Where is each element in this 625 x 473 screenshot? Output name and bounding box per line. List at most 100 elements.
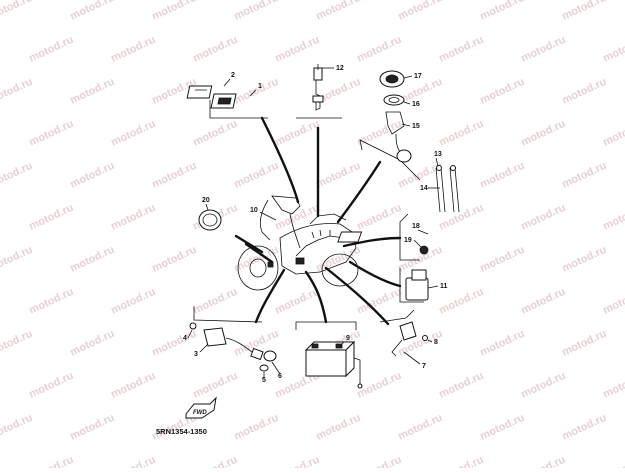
callout-13: 13 [434, 151, 442, 158]
watermark-text: motod.ru [191, 370, 239, 401]
watermark-text: motod.ru [560, 244, 608, 275]
watermark-text: motod.ru [396, 412, 444, 443]
group-brackets [193, 100, 424, 330]
diagram-code: 5RN1354-1350 [156, 427, 207, 436]
watermark-text: motod.ru [560, 412, 608, 443]
callout-10: 10 [250, 207, 258, 214]
watermark-text: motod.ru [109, 118, 157, 149]
callout-8: 8 [434, 339, 438, 346]
watermark-text: motod.ru [478, 244, 526, 275]
watermark-text: motod.ru [68, 244, 116, 275]
watermark-text: motod.ru [601, 118, 625, 149]
callout-11: 11 [440, 283, 448, 290]
watermark-text: motod.ru [68, 76, 116, 107]
watermark-text: motod.ru [601, 454, 625, 468]
part-cables-13-14 [435, 165, 460, 213]
watermark-text: motod.ru [355, 286, 403, 317]
watermark-text: motod.ru [396, 0, 444, 23]
watermark-text: motod.ru [314, 244, 362, 275]
watermark-text: motod.ru [478, 412, 526, 443]
part-fuel-sender [379, 70, 412, 163]
watermark-text: motod.ru [355, 34, 403, 65]
watermark-text: motod.ru [232, 412, 280, 443]
watermark-text: motod.ru [560, 160, 608, 191]
watermark-text: motod.ru [232, 0, 280, 23]
watermark-text: motod.ru [314, 412, 362, 443]
part-cap-20 [198, 209, 222, 231]
watermark-text: motod.ru [273, 454, 321, 468]
callout-20: 20 [202, 197, 210, 204]
watermark-text: motod.ru [68, 160, 116, 191]
watermark-text: motod.ru [437, 370, 485, 401]
part-ignition-coil [189, 322, 277, 372]
callout-15: 15 [412, 123, 420, 130]
watermark-text: motod.ru [519, 286, 567, 317]
callout-7: 7 [422, 363, 426, 370]
watermark-text: motod.ru [273, 34, 321, 65]
watermark-text: motod.ru [437, 34, 485, 65]
watermark-text: motod.ru [437, 454, 485, 468]
watermark-text: motod.ru [150, 244, 198, 275]
watermark-text: motod.ru [27, 118, 75, 149]
callout-19: 19 [404, 237, 412, 244]
watermark-text: motod.ru [0, 244, 34, 275]
watermark-text: motod.ru [355, 370, 403, 401]
leader-lines [234, 116, 402, 326]
watermark-text: motod.ru [109, 34, 157, 65]
part-relay-1 [210, 93, 237, 109]
watermark-text: motod.ru [601, 202, 625, 233]
watermark-text: motod.ru [109, 286, 157, 317]
watermark-text: motod.ru [478, 328, 526, 359]
watermark-text: motod.ru [478, 160, 526, 191]
watermark-text: motod.ru [0, 0, 34, 23]
watermark-text: motod.ru [478, 76, 526, 107]
watermark-text: motod.ru [560, 0, 608, 23]
watermark-text: motod.ru [519, 202, 567, 233]
callout-9: 9 [346, 335, 350, 342]
watermark-text: motod.ru [109, 202, 157, 233]
callout-17: 17 [414, 73, 422, 80]
fwd-arrow-icon [185, 396, 217, 419]
callout-18: 18 [412, 223, 420, 230]
part-sensor-12 [312, 64, 324, 111]
watermark-text: motod.ru [519, 454, 567, 468]
watermark-text: motod.ru [355, 454, 403, 468]
callout-2: 2 [231, 72, 235, 79]
part-plate-18 [337, 231, 363, 243]
callout-6: 6 [278, 373, 282, 380]
watermark-text: motod.ru [601, 286, 625, 317]
watermark-text: motod.ru [355, 118, 403, 149]
watermark-text: motod.ru [560, 328, 608, 359]
watermark-text: motod.ru [519, 34, 567, 65]
part-connector-2 [186, 85, 213, 99]
part-switch-7 [391, 321, 428, 357]
watermark-text: motod.ru [232, 76, 280, 107]
callout-16: 16 [412, 101, 420, 108]
watermark-text: motod.ru [273, 118, 321, 149]
watermark-text: motod.ru [437, 118, 485, 149]
watermark-text: motod.ru [478, 0, 526, 23]
watermark-text: motod.ru [191, 118, 239, 149]
callout-1: 1 [258, 83, 262, 90]
callout-12: 12 [336, 65, 344, 72]
watermark-text: motod.ru [150, 0, 198, 23]
part-regulator-11 [405, 269, 429, 301]
watermark-text: motod.ru [191, 454, 239, 468]
watermark-text: motod.ru [273, 202, 321, 233]
watermark-text: motod.ru [560, 76, 608, 107]
scooter-outline [237, 195, 359, 291]
watermark-text: motod.ru [601, 370, 625, 401]
watermark-text: motod.ru [68, 412, 116, 443]
watermark-text: motod.ru [27, 286, 75, 317]
callout-leaders [187, 67, 440, 378]
watermark-text: motod.ru [27, 202, 75, 233]
watermark-text: motod.ru [437, 286, 485, 317]
callout-3: 3 [194, 351, 198, 358]
watermark-text: motod.ru [0, 412, 34, 443]
watermark-text: motod.ru [109, 370, 157, 401]
watermark-text: motod.ru [0, 76, 34, 107]
watermark-text: motod.ru [27, 34, 75, 65]
watermark-text: motod.ru [150, 160, 198, 191]
